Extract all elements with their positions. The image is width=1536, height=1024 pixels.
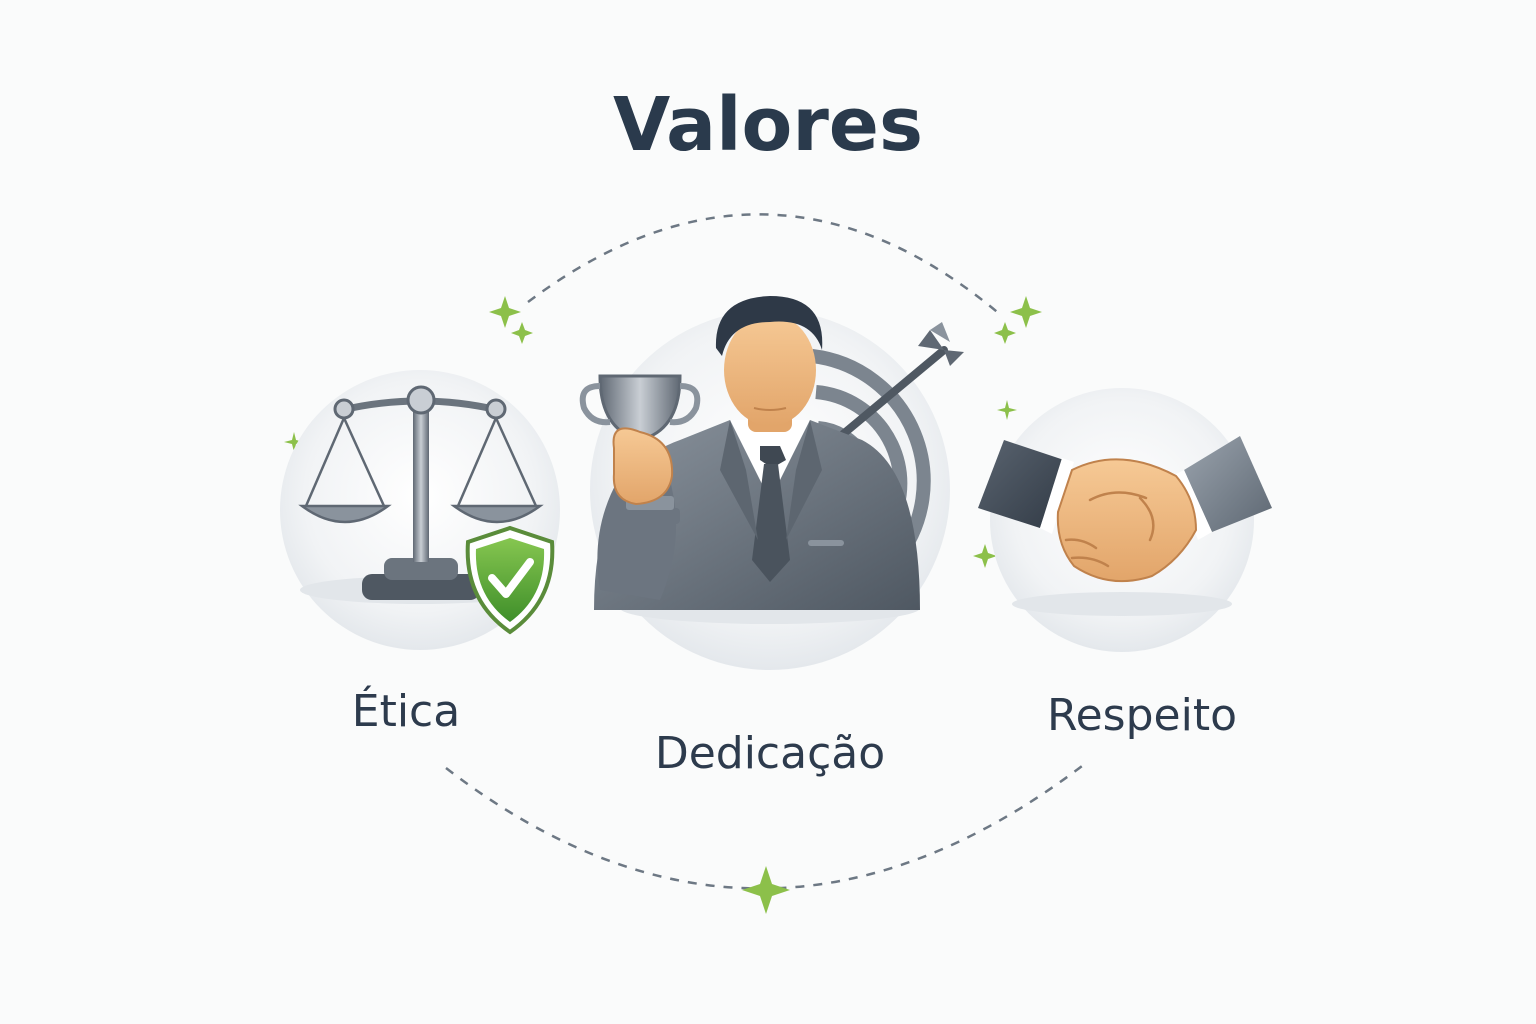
arrow-icon — [832, 322, 964, 444]
businessman-with-trophy-icon — [579, 296, 964, 670]
shield-check-icon — [465, 525, 555, 635]
value-label-respeito: Respeito — [1047, 690, 1237, 741]
value-label-dedicacao: Dedicação — [654, 728, 886, 779]
handshake-icon — [978, 388, 1272, 652]
value-label-etica: Ética — [351, 686, 461, 737]
page-title: Valores — [612, 82, 924, 168]
sparkle-icons — [284, 296, 1042, 914]
